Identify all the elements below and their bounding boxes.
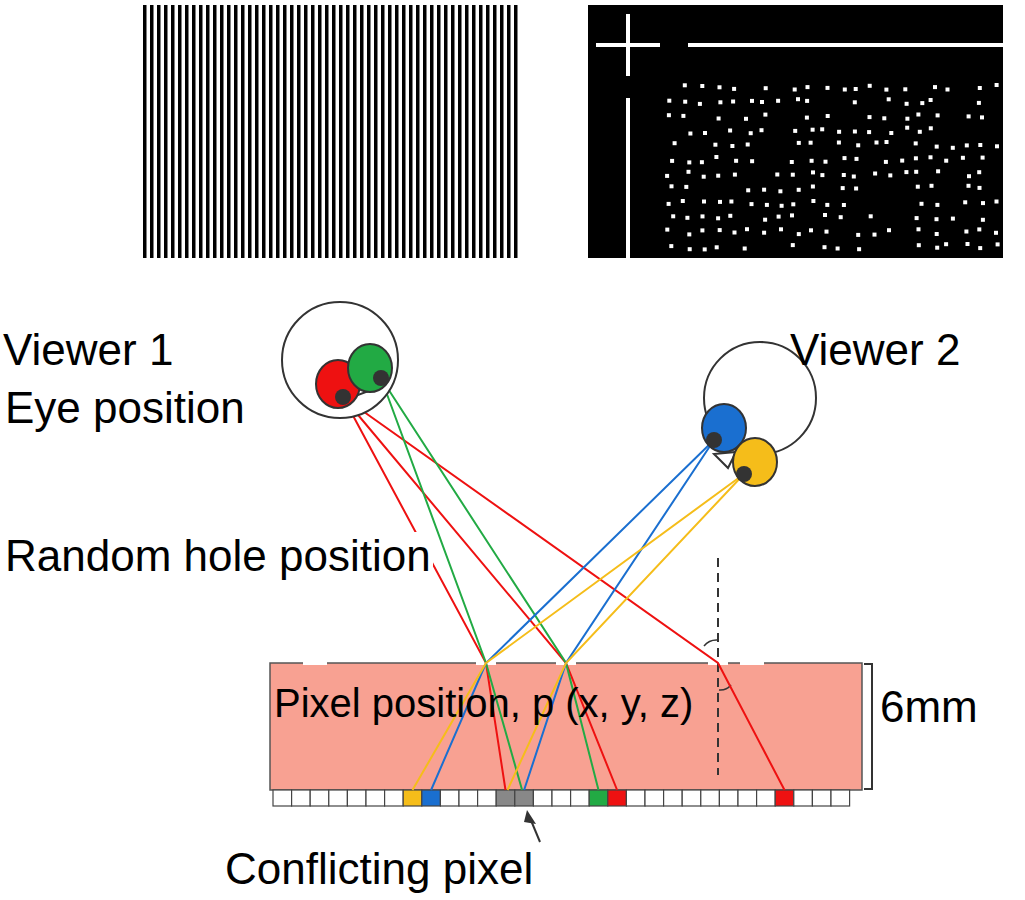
pointer-head (524, 810, 536, 824)
viewer-label: Viewer 1 (3, 326, 173, 374)
rays (343, 378, 785, 790)
stripe-pattern (143, 5, 518, 258)
viewer-label: Viewer 2 (790, 326, 960, 374)
pixel-row (273, 790, 850, 806)
eyes (316, 344, 777, 486)
viewer-head (282, 302, 398, 418)
thickness-bracket (864, 664, 872, 789)
angle-arc (704, 640, 717, 646)
eye-label: Eye position (3, 384, 247, 432)
pupils (335, 370, 752, 482)
dimension-label: 6mm (880, 683, 978, 731)
normal-line (717, 558, 719, 775)
node-text: Pixel position, p (x, y, z) (274, 681, 693, 725)
hole-dots (665, 83, 1000, 251)
slab-region: Pixel position, p (x, y, z) (270, 663, 862, 790)
marker-lines (596, 14, 1003, 258)
hole-image (588, 5, 1003, 258)
glass-slab (270, 663, 862, 790)
hole-label: Random hole position (3, 532, 433, 580)
stripe-image (143, 5, 518, 258)
slab-holes (303, 661, 764, 665)
conflict-label: Conflicting pixel (225, 845, 533, 893)
